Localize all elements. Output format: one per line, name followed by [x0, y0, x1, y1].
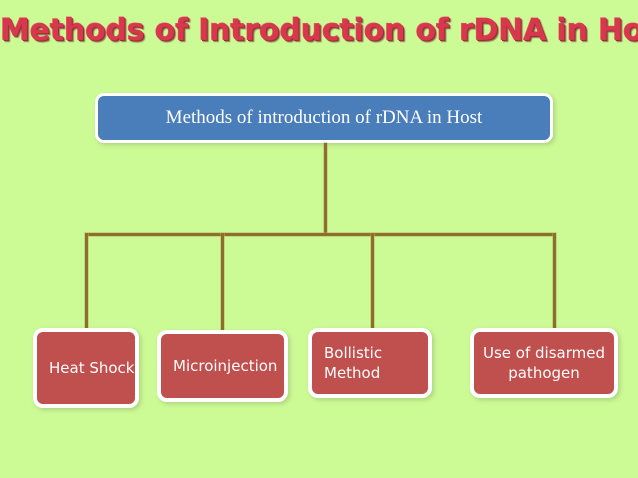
diagram-node-heat-shock[interactable]: Heat Shock [33, 328, 139, 408]
diagram-node-heat-shock-label: Heat Shock [49, 359, 135, 377]
diagram-node-root[interactable]: Methods of introduction of rDNA in Host [95, 93, 553, 143]
connector-root-stem [324, 143, 327, 236]
connector-branch-0 [85, 233, 88, 328]
connector-branch-1 [221, 233, 224, 330]
diagram-node-use-of-disarmed-pathogen[interactable]: Use of disarmed pathogen [470, 328, 618, 398]
diagram-node-bollistic-method[interactable]: Bollistic Method [308, 328, 432, 398]
connector-branch-2 [371, 233, 374, 328]
diagram-node-use-of-disarmed-pathogen-label: Use of disarmed pathogen [483, 344, 605, 382]
diagram-node-microinjection[interactable]: Microinjection [157, 330, 288, 402]
connector-branch-3 [553, 233, 556, 328]
diagram-node-microinjection-label: Microinjection [173, 357, 278, 375]
page-title: Methods of Introduction of rDNA in Host [0, 13, 638, 48]
diagram-node-bollistic-method-label: Bollistic Method [324, 344, 383, 382]
connector-horizontal-bus [85, 233, 556, 236]
diagram-node-root-label: Methods of introduction of rDNA in Host [165, 107, 483, 128]
